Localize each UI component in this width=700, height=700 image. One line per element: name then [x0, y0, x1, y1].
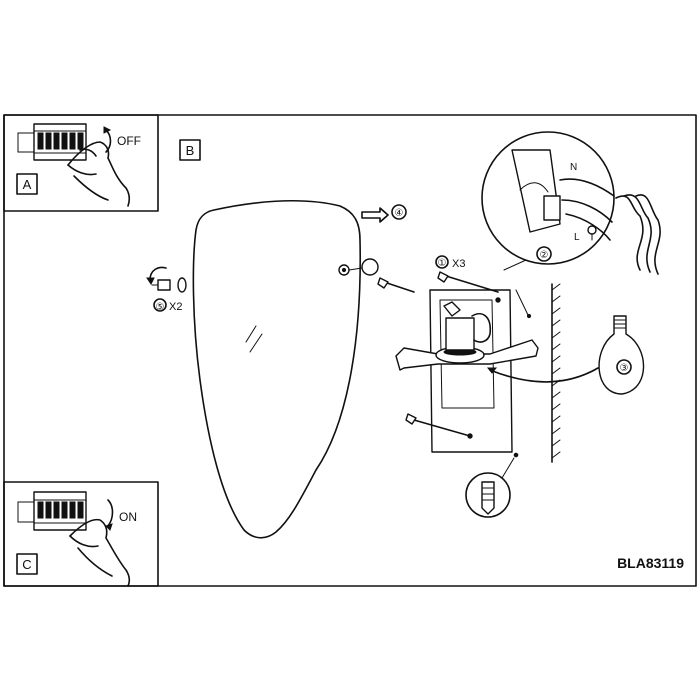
panel-a-switch-state: OFF: [117, 134, 141, 148]
panel-b-label: B: [186, 143, 195, 158]
circuit-breaker-icon: [17, 123, 87, 161]
model-code: BLA83119: [617, 555, 684, 571]
screws: [377, 271, 501, 439]
panel-a-label: A: [23, 177, 32, 192]
circuit-breaker-icon: [17, 491, 87, 531]
panel-c-switch-state: ON: [119, 510, 137, 524]
wire-neutral-label: N: [570, 162, 577, 173]
hand-icon: [69, 518, 131, 587]
knob-quantity: X2: [169, 301, 182, 313]
rotate-arrow-icon: [107, 499, 114, 527]
bulb-callout: ③: [620, 363, 629, 374]
supply-cables: [615, 194, 661, 275]
screw-callout: ① X3: [435, 255, 465, 270]
panel-c-label: C: [22, 557, 31, 572]
knob-callout: ⑤: [156, 302, 165, 313]
anchor-callout: ②: [540, 250, 549, 261]
screw-callout-number: ①: [438, 258, 447, 269]
shade-knob: [338, 258, 379, 276]
panel-a-frame: [3, 114, 159, 212]
wall: [551, 283, 561, 463]
step-arrow-callout: ④: [395, 208, 404, 219]
panel-b-label-box: [179, 139, 201, 161]
step-arrow: ④: [361, 204, 407, 223]
hand-icon: [67, 141, 131, 207]
panel-a: A OFF: [3, 114, 159, 212]
outer-frame: [3, 114, 697, 587]
glass-shade: [192, 200, 362, 539]
wiring-detail: ② N L: [481, 131, 615, 271]
bulb: ③: [486, 315, 645, 395]
wire-live-label: L: [574, 232, 580, 243]
wall-bracket: [395, 289, 539, 453]
screw-quantity: X3: [452, 258, 465, 270]
panel-a-label-box: [16, 173, 38, 195]
panel-c: C ON: [3, 481, 159, 587]
knob-set: ⑤ X2: [146, 266, 187, 313]
wall-anchor-detail: [465, 452, 519, 518]
panel-c-label-box: [16, 553, 38, 575]
panel-c-frame: [3, 481, 159, 587]
